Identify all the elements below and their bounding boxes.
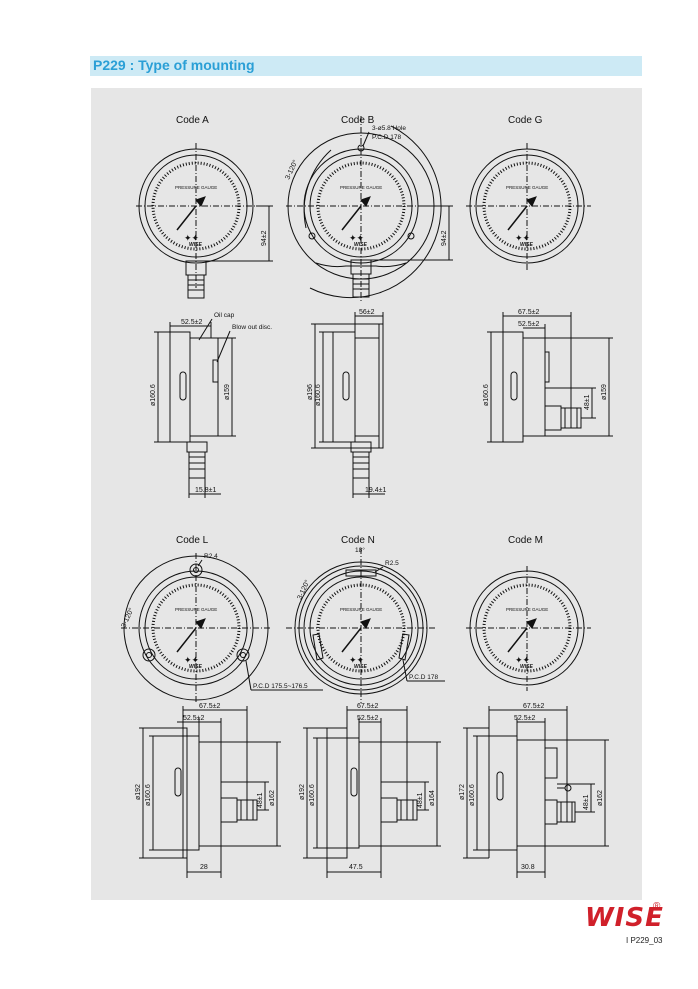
code-m-d162: ø162 bbox=[597, 790, 604, 806]
code-b-h94: 94±2 bbox=[441, 230, 448, 246]
code-b-label: Code B bbox=[341, 115, 375, 126]
code-a-d52: 52.5±2 bbox=[181, 319, 202, 326]
code-n-18: 18° bbox=[355, 546, 365, 554]
code-b-d194: 19.4±1 bbox=[365, 487, 386, 494]
code-m-label: Code M bbox=[508, 535, 543, 546]
svg-text:✦✦: ✦✦ bbox=[515, 233, 531, 243]
svg-text:✦✦: ✦✦ bbox=[515, 655, 531, 665]
code-b-d196: ø196 bbox=[307, 384, 314, 400]
code-m-front-view: PRESSURE GAUGE WISE ✦✦ bbox=[466, 566, 591, 691]
code-b-pcd: P.C.D 178 bbox=[372, 134, 402, 141]
code-b-hole: 3-ø5.8 Hole bbox=[372, 125, 406, 132]
code-a-d158: 15.8±1 bbox=[195, 487, 216, 494]
code-a-dial-label: PRESSURE GAUGE bbox=[175, 185, 217, 190]
code-g-label: Code G bbox=[508, 115, 543, 126]
code-l-d52: 52.5±2 bbox=[183, 715, 204, 722]
code-b-dial-label: PRESSURE GAUGE bbox=[340, 185, 382, 190]
code-n-side-view: ø192 ø160.6 ø164 48±1 67.5±2 52.5±2 47.5 bbox=[299, 703, 441, 878]
page-reference: I P229_03 bbox=[626, 936, 663, 945]
code-l-w28: 28 bbox=[200, 864, 208, 871]
code-a-d160: ø160.6 bbox=[150, 384, 157, 406]
code-n-w475: 47.5 bbox=[349, 864, 363, 871]
wise-logo: WISE ® bbox=[585, 901, 665, 933]
code-l-d160: ø160.6 bbox=[145, 784, 152, 806]
mounting-drawings: Code A Code B Code G Code L Code N Code … bbox=[120, 115, 613, 878]
code-n-front-view: PRESSURE GAUGE WISE ✦✦ 18° R2.5 3-120° P… bbox=[286, 546, 445, 703]
code-g-d159: ø159 bbox=[601, 384, 608, 400]
code-n-dial-brand: WISE bbox=[354, 664, 367, 670]
code-l-r: R2.4 bbox=[204, 553, 218, 560]
code-m-w308: 30.8 bbox=[521, 864, 535, 871]
code-n-d160: ø160.6 bbox=[309, 784, 316, 806]
code-a-oil-cap: Oil cap bbox=[214, 312, 235, 319]
code-a-front-view: PRESSURE GAUGE WISE ✦✦ 94±2 bbox=[136, 143, 273, 299]
code-g-d67: 67.5±2 bbox=[518, 309, 539, 316]
code-l-angle: 3-120° bbox=[120, 607, 136, 629]
code-a-h94: 94±2 bbox=[261, 230, 268, 246]
code-a-label: Code A bbox=[176, 115, 209, 126]
code-b-front-view: PRESSURE GAUGE WISE ✦✦ 3-ø5.8 Hole P.C.D… bbox=[284, 116, 453, 303]
code-a-blow-out: Blow out disc. bbox=[232, 324, 272, 331]
code-n-dial-label: PRESSURE GAUGE bbox=[340, 607, 382, 612]
code-a-side-view: ø160.6 ø159 52.5±2 Oil cap Blow out disc… bbox=[150, 312, 272, 498]
code-n-h48: 48±1 bbox=[417, 792, 424, 808]
code-n-pcd: P.C.D 178 bbox=[409, 674, 439, 681]
code-g-h48: 48±1 bbox=[584, 394, 591, 410]
code-l-front-view: PRESSURE GAUGE WISE ✦✦ R2.4 3-120° P.C.D… bbox=[120, 553, 323, 703]
code-a-dial-brand: WISE bbox=[189, 242, 202, 248]
code-a-d159: ø159 bbox=[224, 384, 231, 400]
code-l-d162: ø162 bbox=[269, 790, 276, 806]
code-l-label: Code L bbox=[176, 535, 209, 546]
code-m-dial-brand: WISE bbox=[520, 664, 533, 670]
code-b-dial-brand: WISE bbox=[354, 242, 367, 248]
code-l-dial-label: PRESSURE GAUGE bbox=[175, 607, 217, 612]
code-m-d67: 67.5±2 bbox=[523, 703, 544, 710]
code-n-angle: 3-120° bbox=[296, 579, 312, 601]
code-m-d172: ø172 bbox=[459, 784, 466, 800]
code-n-r: R2.5 bbox=[385, 560, 399, 567]
code-g-dial-brand: WISE bbox=[520, 242, 533, 248]
code-m-side-view: ø172 ø160.6 ø162 48±1 67.5±2 52.5±2 30.8 bbox=[459, 703, 609, 878]
svg-text:✦✦: ✦✦ bbox=[349, 233, 365, 243]
code-b-d56: 56±2 bbox=[359, 309, 375, 316]
code-m-d160: ø160.6 bbox=[469, 784, 476, 806]
code-g-dial-label: PRESSURE GAUGE bbox=[506, 185, 548, 190]
svg-text:✦✦: ✦✦ bbox=[349, 655, 365, 665]
code-l-d192: ø192 bbox=[135, 784, 142, 800]
code-g-side-view: ø160.6 ø159 48±1 67.5±2 52.5±2 bbox=[483, 309, 613, 443]
code-n-d192: ø192 bbox=[299, 784, 306, 800]
code-b-side-view: ø196 ø160.6 56±2 19.4±1 bbox=[307, 309, 386, 498]
code-g-d160: ø160.6 bbox=[483, 384, 490, 406]
code-n-d164: ø164 bbox=[429, 790, 436, 806]
code-l-side-view: ø192 ø160.6 ø162 48±1 67.5±2 52.5±2 28 bbox=[135, 703, 281, 878]
code-m-d52: 52.5±2 bbox=[514, 715, 535, 722]
code-g-d52: 52.5±2 bbox=[518, 321, 539, 328]
code-m-dial-label: PRESSURE GAUGE bbox=[506, 607, 548, 612]
section-title-bar: P229 : Type of mounting bbox=[90, 56, 642, 76]
code-m-h48: 48±1 bbox=[583, 794, 590, 810]
code-b-d160: ø160.6 bbox=[315, 384, 322, 406]
logo-text: WISE bbox=[585, 903, 664, 933]
drawing-panel: Code A Code B Code G Code L Code N Code … bbox=[91, 88, 642, 900]
code-g-front-view: PRESSURE GAUGE WISE ✦✦ bbox=[466, 143, 591, 270]
code-n-d52: 52.5±2 bbox=[357, 715, 378, 722]
code-l-d67: 67.5±2 bbox=[199, 703, 220, 710]
svg-text:✦✦: ✦✦ bbox=[184, 233, 200, 243]
code-l-pcd: P.C.D 175.5~176.5 bbox=[253, 683, 308, 690]
code-l-dial-brand: WISE bbox=[189, 664, 202, 670]
code-n-label: Code N bbox=[341, 535, 375, 546]
registered-mark-icon: ® bbox=[653, 901, 661, 912]
svg-text:✦✦: ✦✦ bbox=[184, 655, 200, 665]
code-n-d67: 67.5±2 bbox=[357, 703, 378, 710]
section-title: P229 : Type of mounting bbox=[93, 57, 255, 73]
code-l-h48: 48±1 bbox=[257, 792, 264, 808]
